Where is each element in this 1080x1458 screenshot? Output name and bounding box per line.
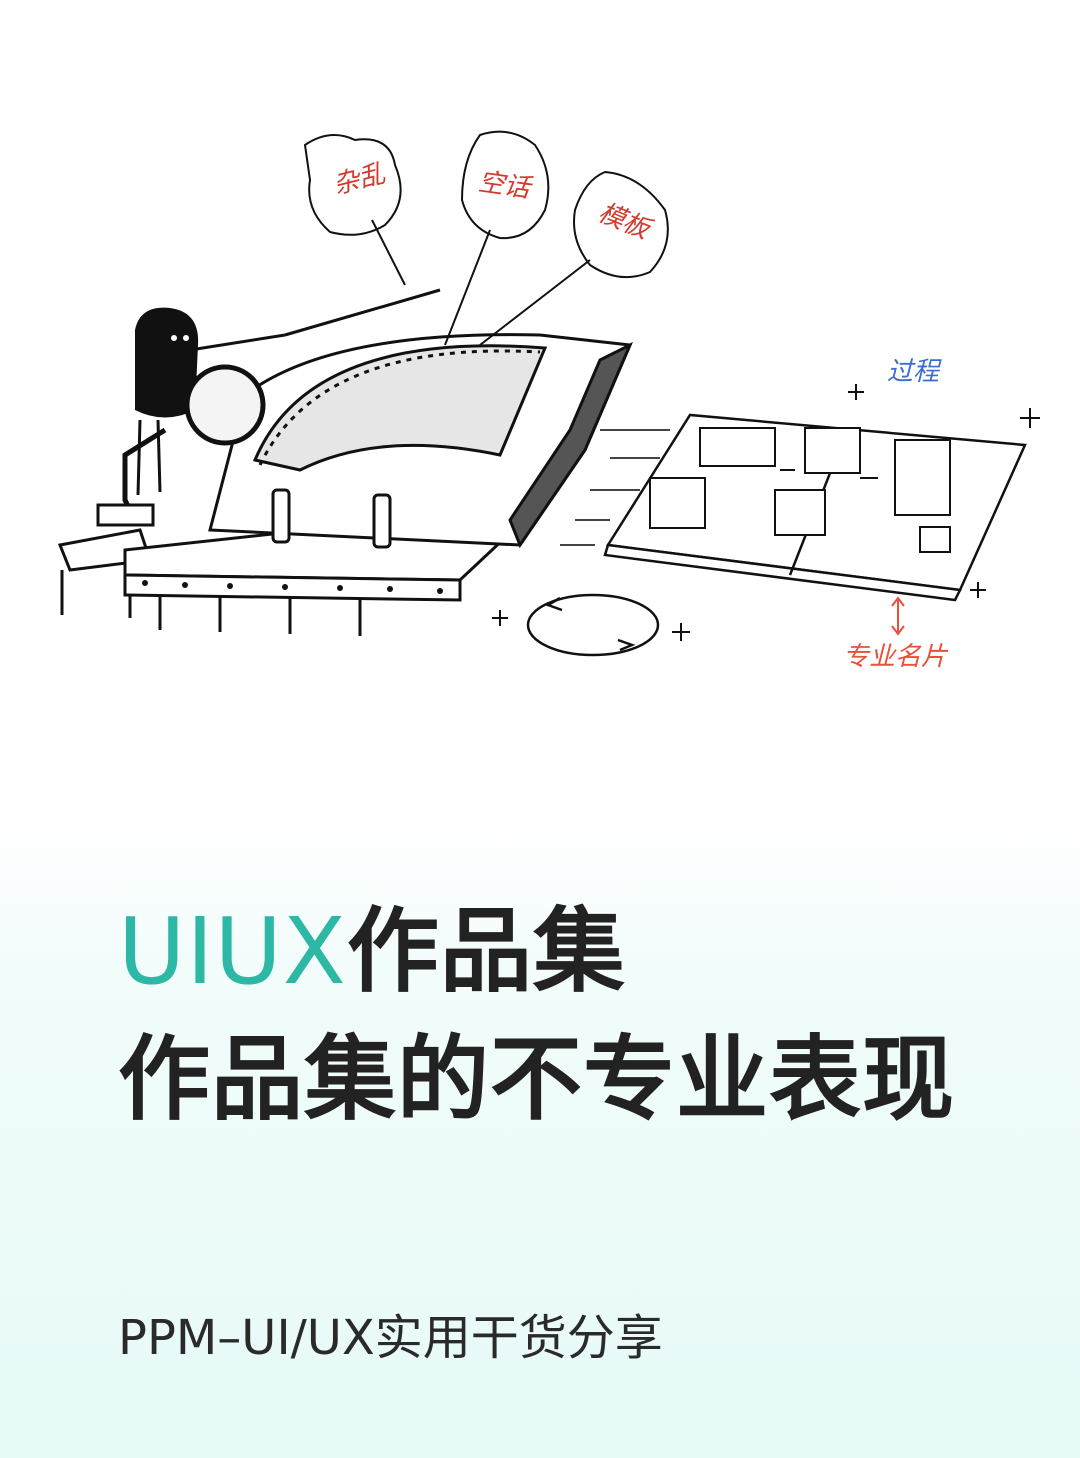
process-label: 过程 xyxy=(887,357,942,387)
double-arrow-icon xyxy=(891,596,905,636)
cycle-arrows xyxy=(526,593,660,657)
messy-book xyxy=(208,333,633,549)
sparkle-icons xyxy=(492,384,1040,641)
title-line-1-rest: 作品集 xyxy=(346,898,626,1005)
title-line-2: 作品集的不专业表现 xyxy=(118,1026,956,1133)
tag-papers xyxy=(303,130,669,346)
title-block: UIUX作品集 作品集的不专业表现 xyxy=(118,888,1038,1144)
portfolio-illustration: 杂乱 空话 模板 过程 专业名片 xyxy=(57,130,1040,672)
title-line-1: UIUX作品集 xyxy=(118,888,1038,1016)
subtitle: PPM–UI/UX实用干货分享 xyxy=(118,1310,663,1366)
clean-portfolio xyxy=(603,413,1027,602)
title-accent: UIUX xyxy=(118,898,347,1005)
professional-card-label: 专业名片 xyxy=(843,642,949,672)
motion-lines xyxy=(560,429,670,546)
character xyxy=(96,288,441,527)
